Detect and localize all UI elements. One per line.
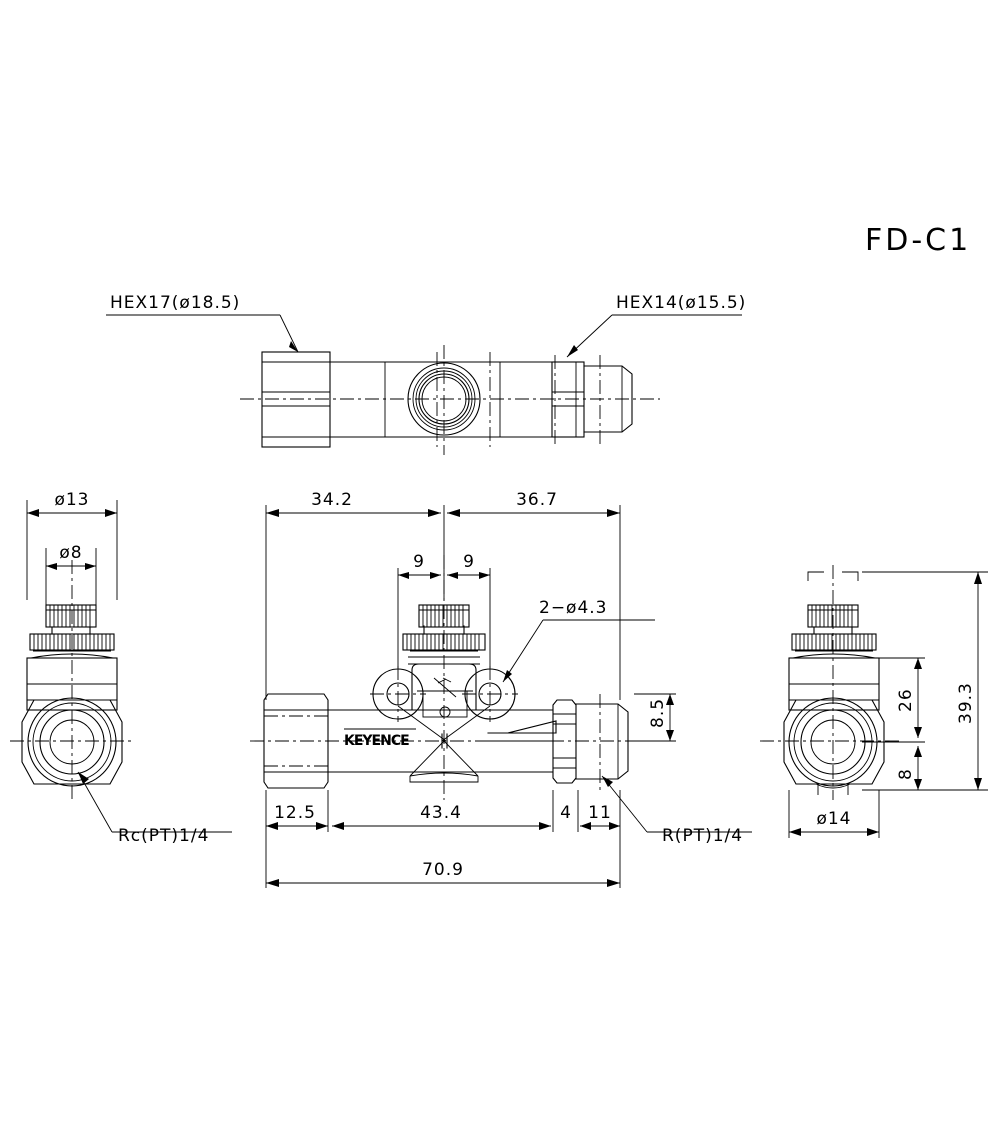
dim-dia-13: ø13 [54, 490, 89, 510]
dimensions-top: 34.2 36.7 9 9 [265, 490, 621, 700]
dim-dia-14: ø14 [816, 809, 851, 829]
callout-hex17: HEX17(ø18.5) [110, 293, 240, 313]
drawing-title: FD-C1 [865, 223, 971, 258]
keyence-logo: KEYENCE [344, 733, 409, 749]
left-side-view: ø13 ø8 Rc(PT)1/4 [10, 490, 232, 846]
top-view: HEX17(ø18.5) HEX14(ø15.5) [106, 293, 746, 455]
dim-8: 8 [896, 768, 916, 780]
callout-two-holes: 2−ø4.3 [539, 598, 608, 618]
dim-70-9: 70.9 [422, 860, 464, 880]
callout-hex14: HEX14(ø15.5) [616, 293, 746, 313]
dim-12-5: 12.5 [274, 803, 316, 823]
right-side-view: 26 8 39.3 ø14 [760, 565, 988, 838]
callout-port-out: R(PT)1/4 [662, 826, 743, 846]
dim-43-4: 43.4 [420, 803, 462, 823]
dim-4: 4 [560, 803, 572, 823]
dim-9-left: 9 [413, 552, 425, 572]
dim-39-3: 39.3 [956, 682, 976, 724]
callout-port-in: Rc(PT)1/4 [118, 826, 209, 846]
dimensions-bottom: 12.5 43.4 4 11 70.9 [265, 790, 621, 888]
dim-11: 11 [588, 803, 612, 823]
dim-34-2: 34.2 [311, 490, 353, 510]
dim-26: 26 [896, 688, 916, 712]
dimension-8-5: 8.5 [634, 693, 676, 742]
dim-dia-8: ø8 [59, 543, 82, 563]
dim-8-5: 8.5 [648, 698, 668, 728]
dim-9-right: 9 [463, 552, 475, 572]
dim-36-7: 36.7 [516, 490, 558, 510]
front-view: KEYENCE 2−ø4.3 R(PT)1/4 [250, 555, 752, 846]
